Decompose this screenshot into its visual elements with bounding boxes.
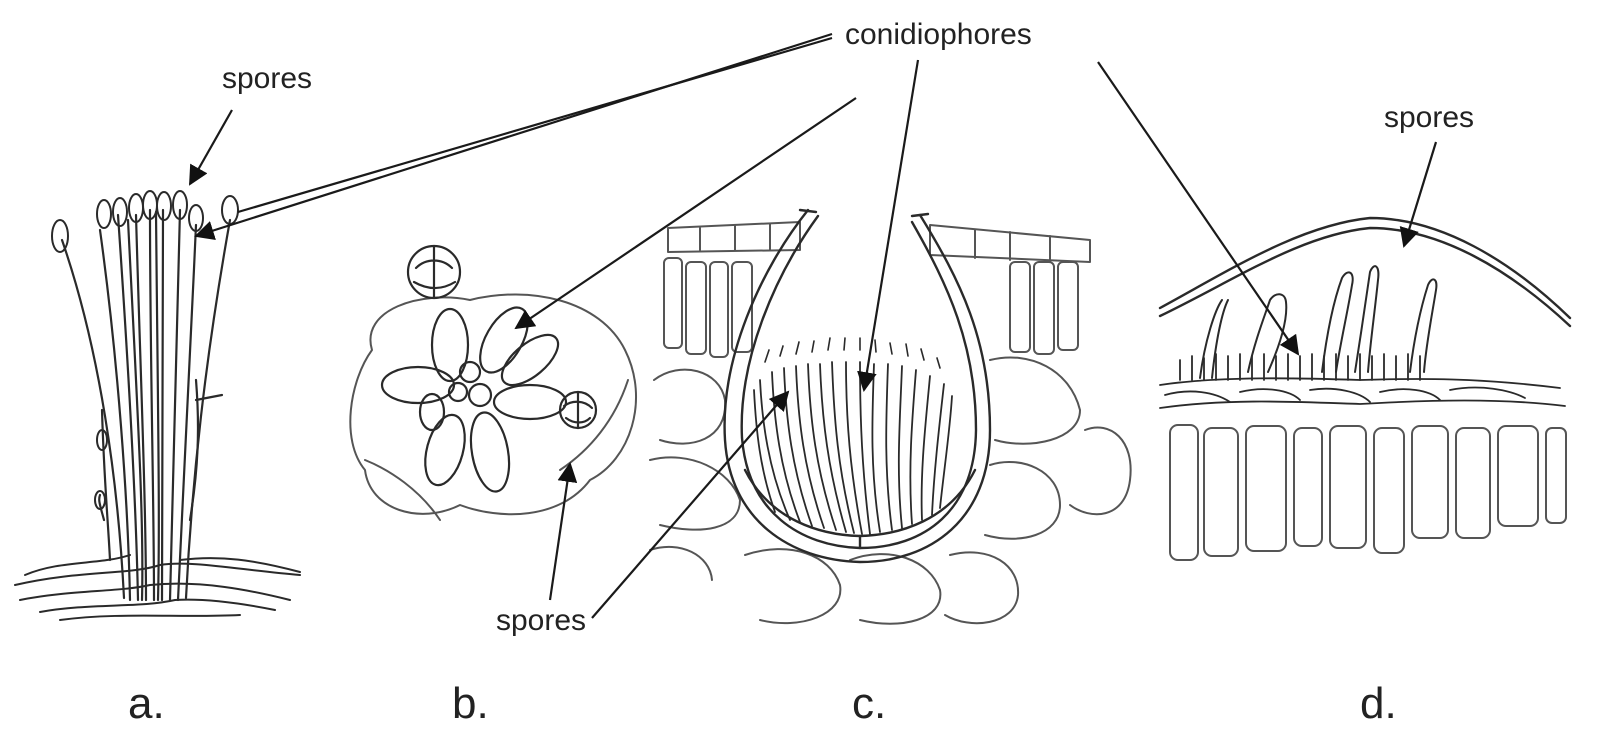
- label-conidiophores: conidiophores: [845, 18, 1032, 51]
- arrow-spores-b: [550, 464, 570, 600]
- label-spores-d: spores: [1384, 101, 1474, 134]
- panel-b-drawing: [350, 246, 636, 520]
- panel-d-drawing: [1160, 218, 1570, 560]
- label-spores-b-c: spores: [496, 604, 586, 637]
- arrow-conidiophores-d: [1098, 62, 1298, 354]
- panel-label-a: a.: [128, 679, 165, 728]
- arrow-spores-a: [190, 110, 232, 184]
- panel-label-b: b.: [452, 679, 489, 728]
- panel-label-c: c.: [852, 679, 886, 728]
- annotation-arrows: [190, 34, 1436, 618]
- panel-label-d: d.: [1360, 679, 1397, 728]
- arrow-spores-c: [592, 392, 788, 618]
- label-spores-a: spores: [222, 62, 312, 95]
- arrow-conidiophores-a2: [238, 38, 832, 212]
- arrow-spores-d: [1404, 142, 1436, 246]
- panel-a-drawing: [15, 191, 300, 620]
- arrow-conidiophores-c: [864, 60, 918, 390]
- panel-c-drawing: [650, 210, 1131, 624]
